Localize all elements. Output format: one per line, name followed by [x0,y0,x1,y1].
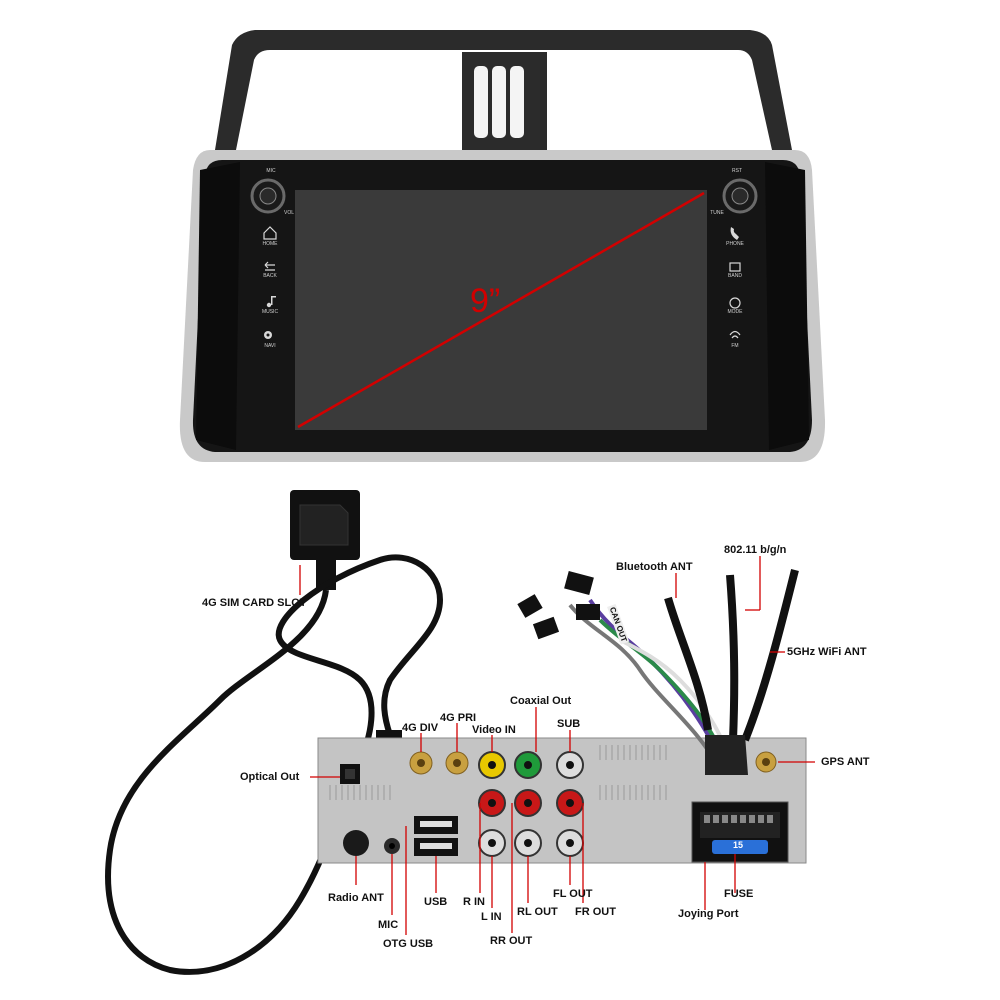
wifi-5ghz-antenna [741,569,799,742]
l-in-label: L IN [481,911,502,923]
reset-label: RST [732,168,742,174]
otg-usb-label: OTG USB [383,938,434,950]
harness-connector-3 [564,570,594,596]
harness-connector-2 [532,616,560,640]
navi-icon [264,331,272,339]
screen-size-label: 9” [470,282,501,320]
navi-button-label: NAVI [264,343,276,349]
mic-hole-label: MIC [266,168,276,174]
mode-icon [729,297,741,309]
back-icon [264,261,275,271]
fuse [712,840,768,854]
phone-button-label: PHONE [726,241,744,247]
4g-div-label: 4G DIV [402,722,439,734]
sub-label: SUB [557,718,581,730]
wifi-80211-antenna [726,574,739,741]
bluetooth-ant-label: Bluetooth ANT [616,561,693,573]
music-button-label: MUSIC [261,309,279,315]
music-icon [266,296,276,308]
home-icon [263,226,277,240]
phone-icon [730,227,739,240]
dash-frame [215,30,792,150]
joying-port-label: Joying Port [678,908,739,920]
back-button-label: BACK [263,273,277,279]
usb-label: USB [424,896,448,908]
mode-button-label: MODE [727,309,743,315]
fm-button-label: FM [731,343,739,349]
home-button-label: HOME [262,241,278,247]
volume-knob-label: VOL [283,210,294,216]
head-unit-front [179,30,826,462]
4g-pri-label: 4G PRI [440,712,477,724]
fm-icon [729,330,741,339]
wifi-80211-label: 802.11 b/g/n [724,544,787,556]
sim-card-slot-label: 4G SIM CARD SLOT [202,597,307,609]
band-button-label: BAND [728,273,742,279]
radio-ant-label: Radio ANT [328,892,384,904]
fl-out-label: FL OUT [553,888,593,900]
band-icon [729,262,741,272]
fuse-label: FUSE [724,888,754,900]
coaxial-out-label: Coaxial Out [510,695,572,707]
harness-connector-4 [576,604,600,620]
tune-knob-label: TUNE [710,210,724,216]
rl-out-label: RL OUT [517,906,558,918]
rr-out-label: RR OUT [490,935,533,947]
diagonal-measure-line [297,191,705,429]
gps-ant-label: GPS ANT [821,756,870,768]
callout-lines [299,556,815,935]
optical-out-label: Optical Out [240,771,300,783]
harness-connector-1 [517,594,543,618]
radio-ant-port [343,830,369,856]
fr-out-label: FR OUT [575,906,616,918]
video-in-label: Video IN [472,724,516,736]
fuse-value: 15 [733,840,744,850]
wifi-5ghz-label: 5GHz WiFi ANT [787,646,867,658]
r-in-label: R IN [463,896,485,908]
mic-label: MIC [378,919,399,931]
bluetooth-antenna [664,596,712,731]
